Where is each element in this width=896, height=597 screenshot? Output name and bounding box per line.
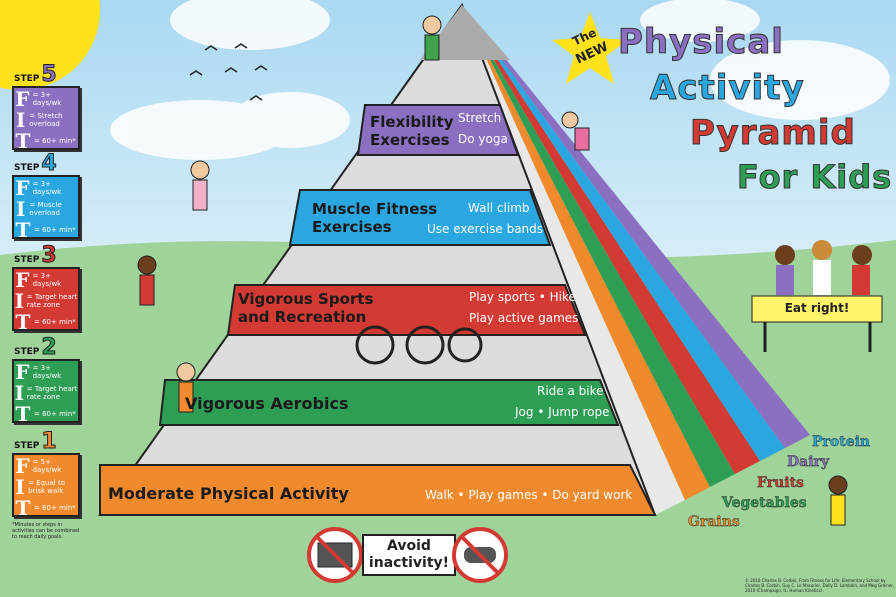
step-3-fit-box: F= 3+ days/wk I= Target heart rate zone … (12, 267, 80, 334)
pyramid-tip (420, 5, 510, 60)
eat-right-sign: Eat right! (784, 301, 850, 315)
clouds (110, 0, 890, 160)
step-5-fit-box: F= 3+ days/wk I= Stretch overload T= 60+… (12, 86, 80, 153)
level-moderate-name: Moderate Physical Activity (108, 484, 349, 503)
step-4-fit-box: F= 3+ days/wk I= Muscle overload T= 60+ … (12, 175, 80, 242)
food-dairy: Dairy (787, 454, 830, 470)
avoid-inactivity-panel (307, 527, 508, 583)
band-aerobics (158, 379, 620, 426)
step-2-fit-box: F= 3+ days/wk I= Target heart rate zone … (12, 359, 80, 426)
level-moderate-activities: Walk • Play games • Do yard work (425, 488, 633, 502)
pyramid-bands (99, 104, 657, 516)
footnote: *Minutes or steps in activities can be c… (12, 522, 80, 540)
band-moderate (99, 464, 657, 516)
title-pyramid: Pyramid (690, 113, 856, 154)
level-aerobics-name: Vigorous Aerobics (185, 394, 349, 413)
band-muscle (288, 189, 552, 246)
step-1-fit-box: F= 5+ days/wk I= Equal to brisk walk T= … (12, 453, 80, 520)
food-grains: Grains (688, 514, 740, 530)
food-fruits: Fruits (757, 475, 804, 491)
band-flexibility (356, 104, 520, 156)
title-for-kids: For Kids (736, 158, 893, 197)
star-badge (552, 12, 628, 84)
food-table (751, 240, 883, 352)
sun-icon (0, 0, 100, 90)
pyramid-rainbow-side (462, 5, 810, 515)
title-physical: Physical (618, 22, 784, 63)
band-sports (226, 284, 587, 336)
food-protein: Protein (812, 434, 871, 450)
birds-icon (189, 43, 268, 101)
kid-figures (137, 15, 848, 526)
copyright: © 2016 Charles B. Corbin, From Fitness f… (745, 578, 895, 593)
title-activity: Activity (650, 68, 805, 109)
food-vegetables: Vegetables (722, 495, 807, 511)
